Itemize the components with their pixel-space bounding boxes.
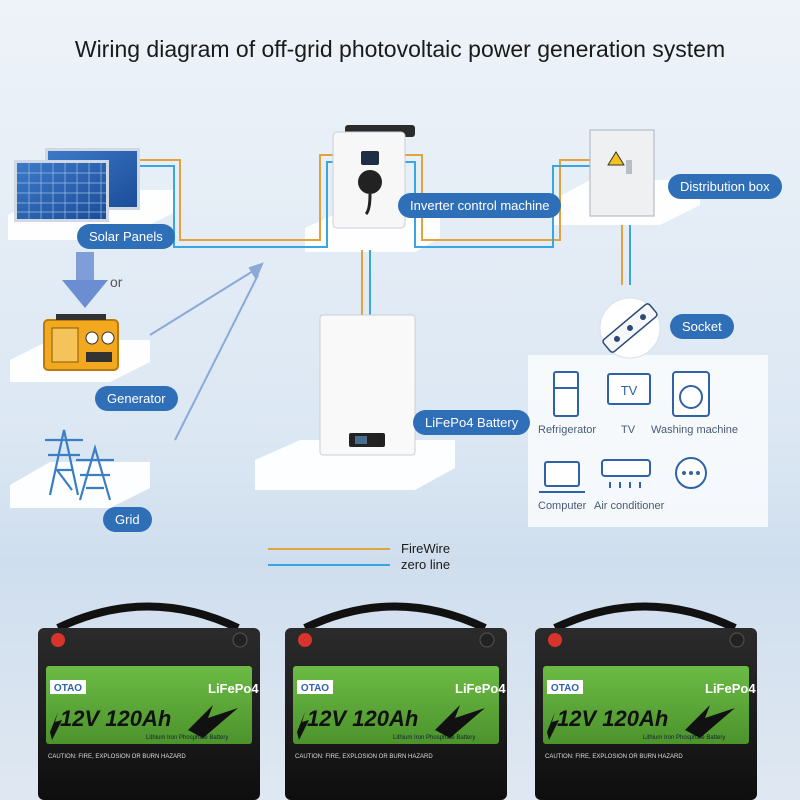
label-generator: Generator	[95, 386, 178, 411]
power-tower-icon	[45, 429, 114, 501]
refrigerator-icon	[553, 371, 579, 417]
brand-text: OTAO	[54, 683, 82, 694]
brand-badge	[297, 680, 333, 694]
tv-screen-text: TV	[621, 383, 638, 398]
lightning-icon	[50, 712, 62, 740]
subtitle-text: Lithium Iron Phosphate Battery	[146, 735, 228, 741]
rating-text: 12V 120Ah	[60, 706, 171, 731]
fire-wires	[135, 154, 623, 550]
appliance-label-air-conditioner: Air conditioner	[594, 500, 665, 512]
lightning-icon	[297, 712, 309, 740]
wall-battery-icon	[319, 314, 416, 456]
chem-text: LiFePo4	[705, 681, 756, 696]
more-icon	[675, 457, 707, 489]
appliance-label-refrigerator: Refrigerator	[538, 424, 597, 436]
distribution-box-icon	[589, 129, 655, 217]
page-title: Wiring diagram of off-grid photovoltaic …	[74, 36, 726, 62]
lightning-icon	[547, 712, 559, 740]
label-grid: Grid	[103, 507, 152, 532]
terminal-negative	[232, 632, 248, 648]
down-arrow-icon	[62, 252, 108, 308]
zero-wires	[135, 161, 631, 566]
source-arrows	[149, 262, 264, 441]
appliance-label-tv: TV	[621, 424, 636, 436]
terminal-positive	[548, 633, 562, 647]
label-or: or	[110, 274, 123, 290]
caution-text: CAUTION: FIRE, EXPLOSION OR BURN HAZARD	[545, 754, 683, 760]
rating-text: 12V 120Ah	[307, 706, 418, 731]
battery-label	[46, 666, 252, 744]
battery-handle	[303, 602, 487, 632]
inverter-icon	[332, 125, 415, 229]
caution-text: CAUTION: FIRE, EXPLOSION OR BURN HAZARD	[48, 754, 186, 760]
generator-icon	[43, 314, 119, 371]
label-distribution-box: Distribution box	[668, 174, 782, 199]
subtitle-text: Lithium Iron Phosphate Battery	[393, 735, 475, 741]
socket-icon	[599, 297, 661, 359]
lightning-icon	[435, 705, 485, 738]
label-battery: LiFePo4 Battery	[413, 410, 531, 435]
tv-icon	[607, 373, 651, 405]
label-solar-panels: Solar Panels	[77, 224, 175, 249]
caution-text: CAUTION: FIRE, EXPLOSION OR BURN HAZARD	[295, 754, 433, 760]
washing-machine-icon	[672, 371, 710, 417]
brand-badge	[50, 680, 86, 694]
platform-grid	[10, 462, 150, 508]
terminal-positive	[51, 633, 65, 647]
air-conditioner-icon	[601, 459, 651, 488]
appliance-label-washing-machine: Washing machine	[651, 424, 739, 436]
brand-text: OTAO	[551, 683, 579, 694]
solar-panel-icon	[14, 148, 140, 222]
terminal-negative	[729, 632, 745, 648]
appliance-label-computer: Computer	[538, 500, 587, 512]
brand-text: OTAO	[301, 683, 329, 694]
chem-text: LiFePo4	[455, 681, 506, 696]
terminal-negative	[479, 632, 495, 648]
label-socket: Socket	[670, 314, 734, 339]
label-inverter: Inverter control machine	[398, 193, 562, 218]
battery-handle	[553, 602, 737, 632]
terminal-positive	[298, 633, 312, 647]
subtitle-text: Lithium Iron Phosphate Battery	[643, 735, 725, 741]
battery-handle	[56, 602, 240, 632]
chem-text: LiFePo4	[208, 681, 259, 696]
battery-label	[293, 666, 499, 744]
rating-text: 12V 120Ah	[557, 706, 668, 731]
computer-icon	[539, 461, 585, 493]
legend-zero-line: zero line	[401, 557, 451, 572]
legend-firewire: FireWire	[401, 541, 451, 556]
lightning-icon	[188, 705, 238, 738]
lightning-icon	[685, 705, 735, 738]
battery-label	[543, 666, 749, 744]
brand-badge	[547, 680, 583, 694]
